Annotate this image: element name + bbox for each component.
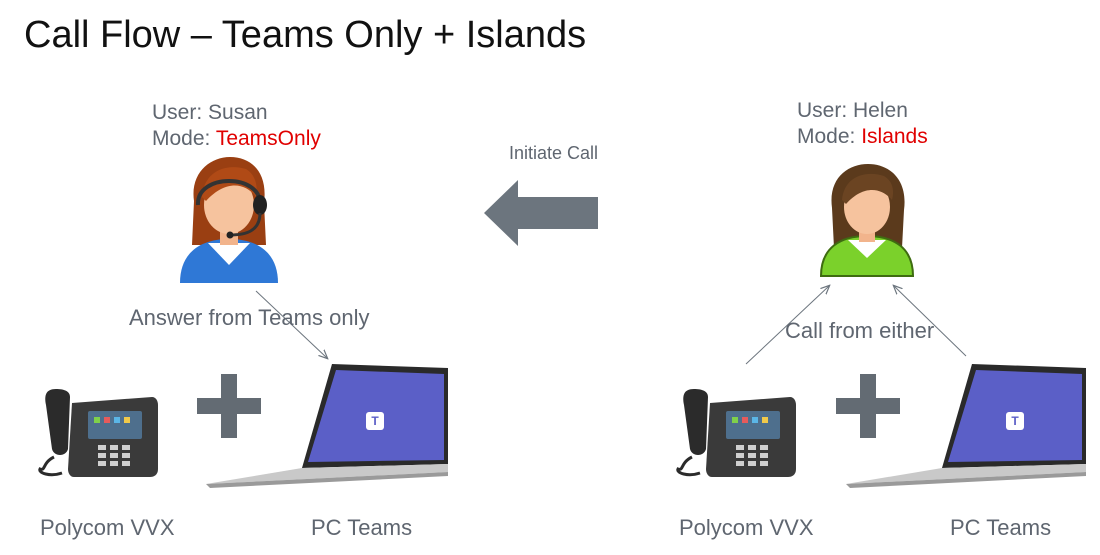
right-mode-value: Islands — [861, 125, 928, 148]
call-caption: Call from either — [785, 318, 935, 343]
desk-phone-icon — [38, 389, 158, 477]
right-phone-arrow — [745, 286, 829, 365]
svg-text:T: T — [1011, 414, 1019, 428]
plus-icon — [836, 374, 900, 438]
right-laptop-arrow — [894, 286, 967, 357]
right-mode-line: Mode: Islands — [797, 124, 928, 150]
left-mode-value: TeamsOnly — [215, 127, 321, 150]
left-device2-label: PC Teams — [311, 515, 413, 540]
plus-icon — [197, 374, 261, 438]
desk-phone-icon — [676, 389, 796, 477]
answer-caption: Answer from Teams only — [129, 305, 370, 330]
left-mode-prefix: Mode: — [152, 127, 216, 150]
right-device1-label: Polycom VVX — [679, 515, 814, 540]
right-user-info: User: Helen Mode: Islands — [797, 98, 928, 150]
right-mode-prefix: Mode: — [797, 125, 862, 148]
laptop-teams-icon: T — [206, 364, 448, 488]
user-avatar-icon — [819, 164, 915, 277]
left-device1-label: Polycom VVX — [40, 515, 175, 540]
laptop-teams-icon: T — [846, 364, 1086, 488]
left-mode-line: Mode: TeamsOnly — [152, 126, 321, 152]
arrow-left-icon — [484, 180, 598, 246]
right-device2-label: PC Teams — [950, 515, 1052, 540]
agent-avatar-icon — [180, 157, 278, 283]
svg-text:T: T — [371, 414, 379, 428]
right-user-label: User: Helen — [797, 99, 908, 122]
left-user-label: User: Susan — [152, 101, 268, 124]
left-answer-arrow — [255, 290, 327, 358]
initiate-call-label: Initiate Call — [509, 143, 599, 163]
left-user-info: User: Susan Mode: TeamsOnly — [152, 100, 321, 152]
slide-title: Call Flow – Teams Only + Islands — [24, 14, 587, 56]
